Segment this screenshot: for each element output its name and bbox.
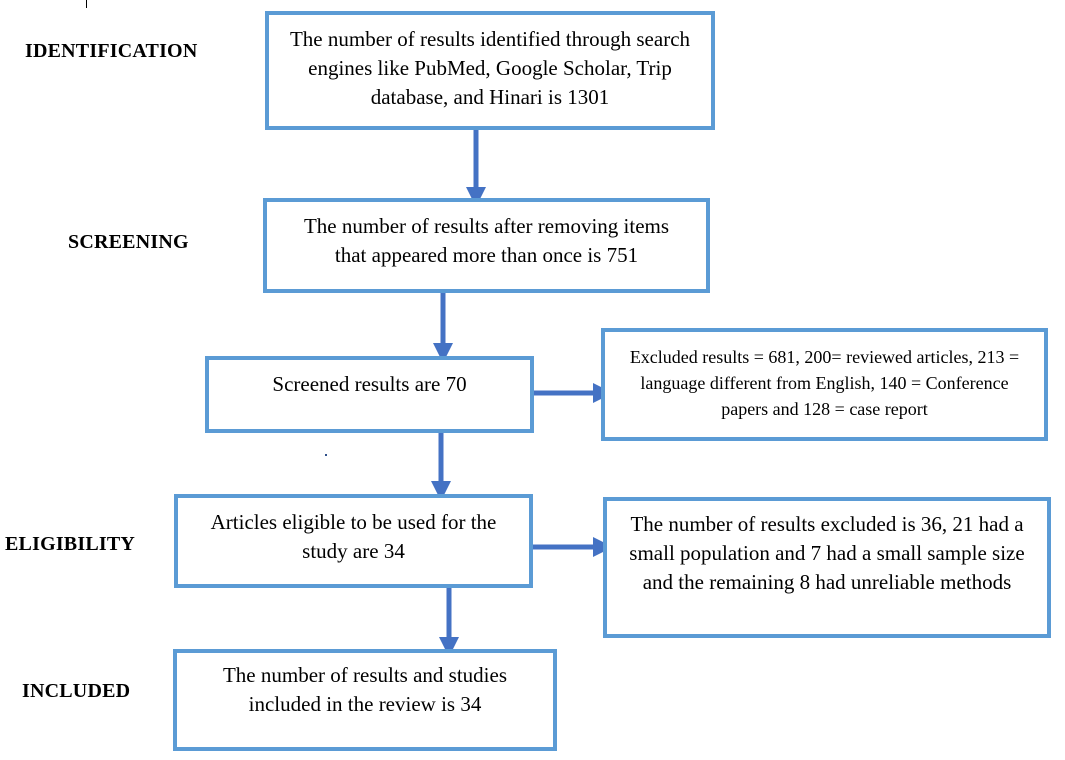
box-included-text: The number of results and studies includ…: [222, 663, 508, 716]
box-screened-text: Screened results are 70: [272, 372, 467, 396]
box-eligible: Articles eligible to be used for the stu…: [174, 494, 533, 588]
box-excluded-screening: Excluded results = 681, 200= reviewed ar…: [601, 328, 1048, 441]
box-identified-text: The number of results identified through…: [289, 27, 691, 109]
box-excluded-eligibility: The number of results excluded is 36, 21…: [603, 497, 1051, 638]
box-deduplicated: The number of results after removing ite…: [263, 198, 710, 293]
box-screened: Screened results are 70: [205, 356, 534, 433]
box-deduplicated-text: The number of results after removing ite…: [303, 214, 670, 267]
stage-label-screening: SCREENING: [68, 231, 189, 253]
box-eligible-text: Articles eligible to be used for the stu…: [210, 510, 497, 563]
stray-dot: [325, 454, 327, 456]
stage-label-included: INCLUDED: [22, 680, 131, 702]
box-excluded-screening-text: Excluded results = 681, 200= reviewed ar…: [629, 347, 1020, 419]
box-identified: The number of results identified through…: [265, 11, 715, 130]
stage-label-identification: IDENTIFICATION: [25, 40, 198, 62]
stray-tick-mark: [86, 0, 87, 8]
box-excluded-eligibility-text: The number of results excluded is 36, 21…: [629, 512, 1025, 594]
box-included: The number of results and studies includ…: [173, 649, 557, 751]
stage-label-eligibility: ELIGIBILITY: [5, 533, 136, 555]
